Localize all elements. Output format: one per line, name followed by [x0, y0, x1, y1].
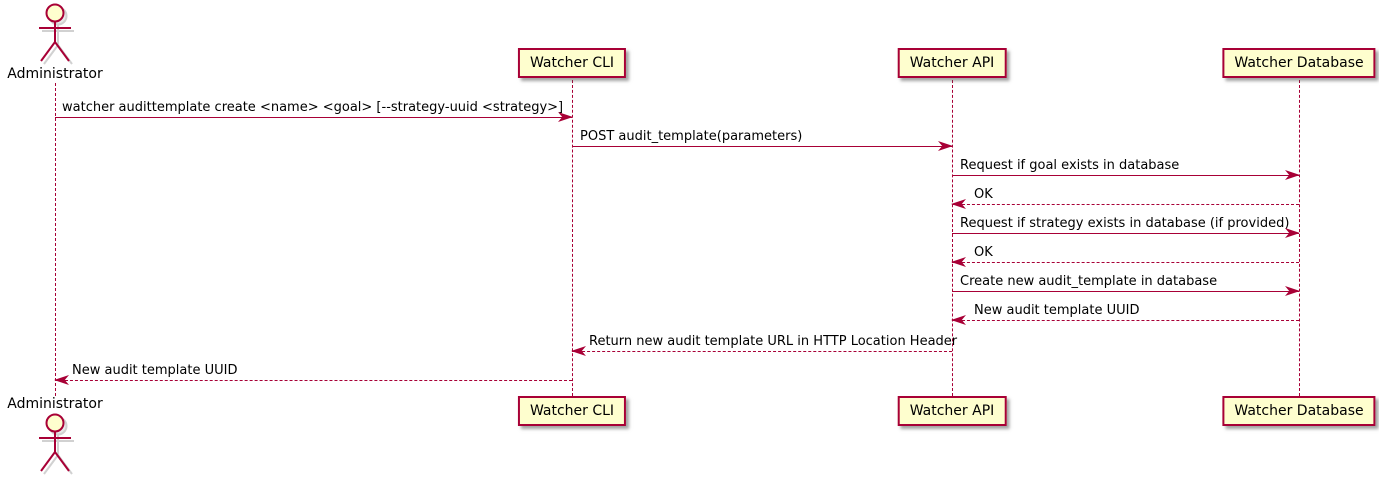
- message-6-arrow: [951, 257, 1299, 267]
- participant-watcher-cli-bottom: Watcher CLI: [517, 396, 627, 426]
- message-3-label: Request if goal exists in database: [960, 158, 1180, 173]
- actor-label-top: Administrator: [7, 66, 103, 82]
- message-5: Request if strategy exists in database (…: [952, 216, 1300, 238]
- message-10: New audit template UUID: [54, 363, 572, 385]
- arrowhead-right-icon: [938, 141, 953, 151]
- actor-icon: [39, 3, 74, 65]
- arrowhead-left-icon: [951, 257, 966, 267]
- message-5-arrow: [952, 228, 1300, 238]
- message-10-arrow: [54, 375, 572, 385]
- message-4-label: OK: [974, 187, 993, 202]
- lifeline-watcher-database: [1299, 80, 1300, 396]
- arrowhead-right-icon: [1285, 286, 1300, 296]
- message-1: watcher audittemplate create <name> <goa…: [55, 100, 573, 122]
- arrowhead-left-icon: [54, 375, 69, 385]
- message-7-arrow: [952, 286, 1300, 296]
- participant-watcher-database-bottom: Watcher Database: [1222, 396, 1376, 426]
- actor-label-bottom: Administrator: [7, 396, 103, 412]
- message-9-label: Return new audit template URL in HTTP Lo…: [589, 334, 958, 349]
- message-1-arrow: [55, 112, 573, 122]
- message-2: POST audit_template(parameters): [572, 129, 953, 151]
- participant-watcher-database-top: Watcher Database: [1222, 48, 1376, 78]
- message-2-arrow: [572, 141, 953, 151]
- message-3-arrow: [952, 170, 1300, 180]
- message-6: OK: [951, 245, 1299, 267]
- message-9-arrow: [571, 346, 952, 356]
- message-8: New audit template UUID: [951, 303, 1299, 325]
- arrowhead-left-icon: [571, 346, 586, 356]
- message-6-label: OK: [974, 245, 993, 260]
- arrowhead-left-icon: [951, 315, 966, 325]
- message-10-label: New audit template UUID: [72, 363, 238, 378]
- actor-icon: [39, 413, 74, 475]
- message-3: Request if goal exists in database: [952, 158, 1300, 180]
- participant-watcher-api-top: Watcher API: [897, 48, 1007, 78]
- message-4: OK: [951, 187, 1299, 209]
- lifeline-administrator: [55, 83, 56, 396]
- arrowhead-right-icon: [1285, 228, 1300, 238]
- message-7-label: Create new audit_template in database: [960, 274, 1218, 289]
- message-7: Create new audit_template in database: [952, 274, 1300, 296]
- participant-watcher-cli-top: Watcher CLI: [517, 48, 627, 78]
- arrowhead-left-icon: [951, 199, 966, 209]
- message-9: Return new audit template URL in HTTP Lo…: [571, 334, 958, 356]
- participant-watcher-api-bottom: Watcher API: [897, 396, 1007, 426]
- message-2-label: POST audit_template(parameters): [580, 129, 803, 144]
- message-8-arrow: [951, 315, 1299, 325]
- message-4-arrow: [951, 199, 1299, 209]
- message-1-label: watcher audittemplate create <name> <goa…: [62, 100, 564, 115]
- arrowhead-right-icon: [1285, 170, 1300, 180]
- lifeline-watcher-cli: [572, 80, 573, 396]
- message-5-label: Request if strategy exists in database (…: [960, 216, 1290, 231]
- message-8-label: New audit template UUID: [974, 303, 1140, 318]
- arrowhead-right-icon: [558, 112, 573, 122]
- lifeline-watcher-api: [952, 80, 953, 396]
